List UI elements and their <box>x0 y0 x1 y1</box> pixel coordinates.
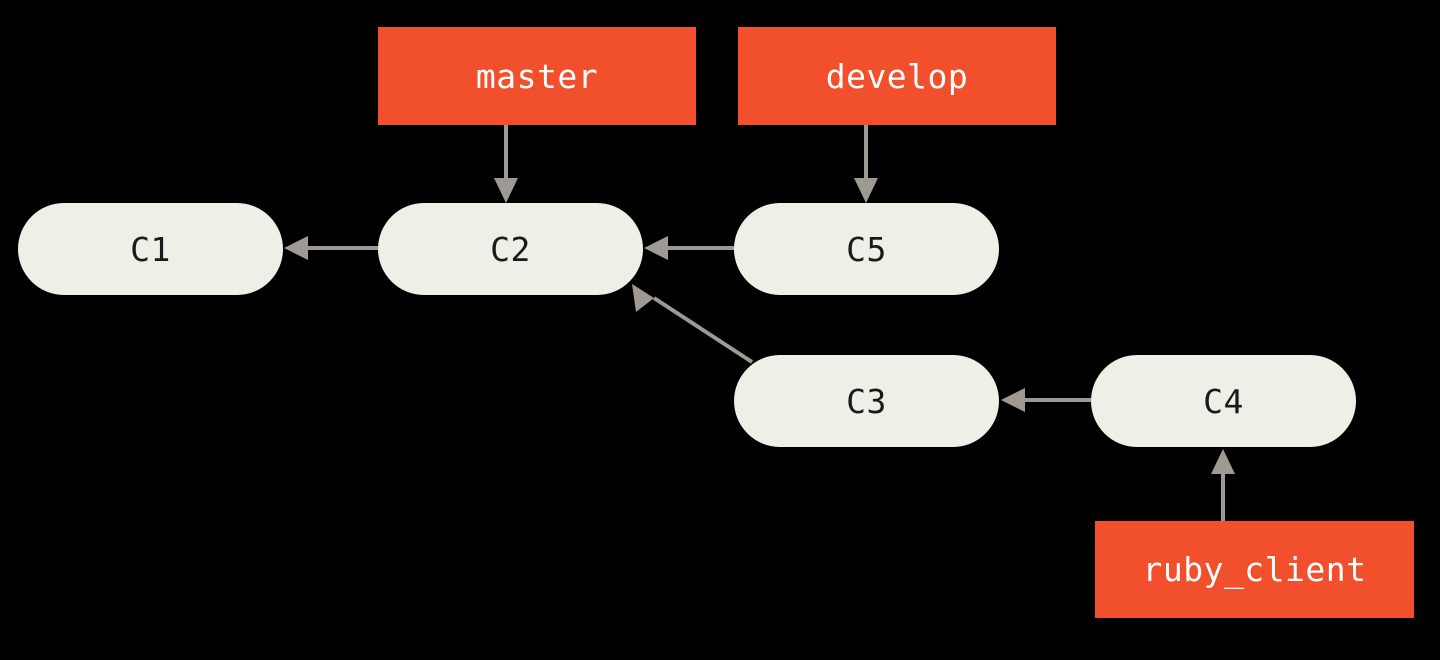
edge-c3-to-c2 <box>632 284 754 364</box>
commit-node-c1[interactable]: C1 <box>18 203 283 295</box>
edge-c4-to-c3 <box>1001 388 1091 412</box>
commit-node-c4[interactable]: C4 <box>1091 355 1356 447</box>
edge-develop-to-c5 <box>854 125 878 203</box>
edge-c2-to-c1 <box>284 236 378 260</box>
branch-label-ruby-client[interactable]: ruby_client <box>1095 521 1414 618</box>
commit-label: C1 <box>130 229 171 269</box>
edge-c5-to-c2 <box>644 236 734 260</box>
commit-label: C5 <box>846 229 887 269</box>
commit-node-c3[interactable]: C3 <box>734 355 999 447</box>
branch-name: ruby_client <box>1142 550 1367 589</box>
branch-name: develop <box>825 56 969 96</box>
branch-name: master <box>475 56 599 96</box>
edge-ruby-client-to-c4 <box>1211 449 1235 521</box>
commit-node-c2[interactable]: C2 <box>378 203 643 295</box>
commit-label: C2 <box>490 229 531 269</box>
commit-node-c5[interactable]: C5 <box>734 203 999 295</box>
branch-label-develop[interactable]: develop <box>738 27 1056 125</box>
commit-label: C4 <box>1203 381 1244 421</box>
commit-label: C3 <box>846 381 887 421</box>
branch-label-master[interactable]: master <box>378 27 696 125</box>
edge-master-to-c2 <box>494 125 518 203</box>
